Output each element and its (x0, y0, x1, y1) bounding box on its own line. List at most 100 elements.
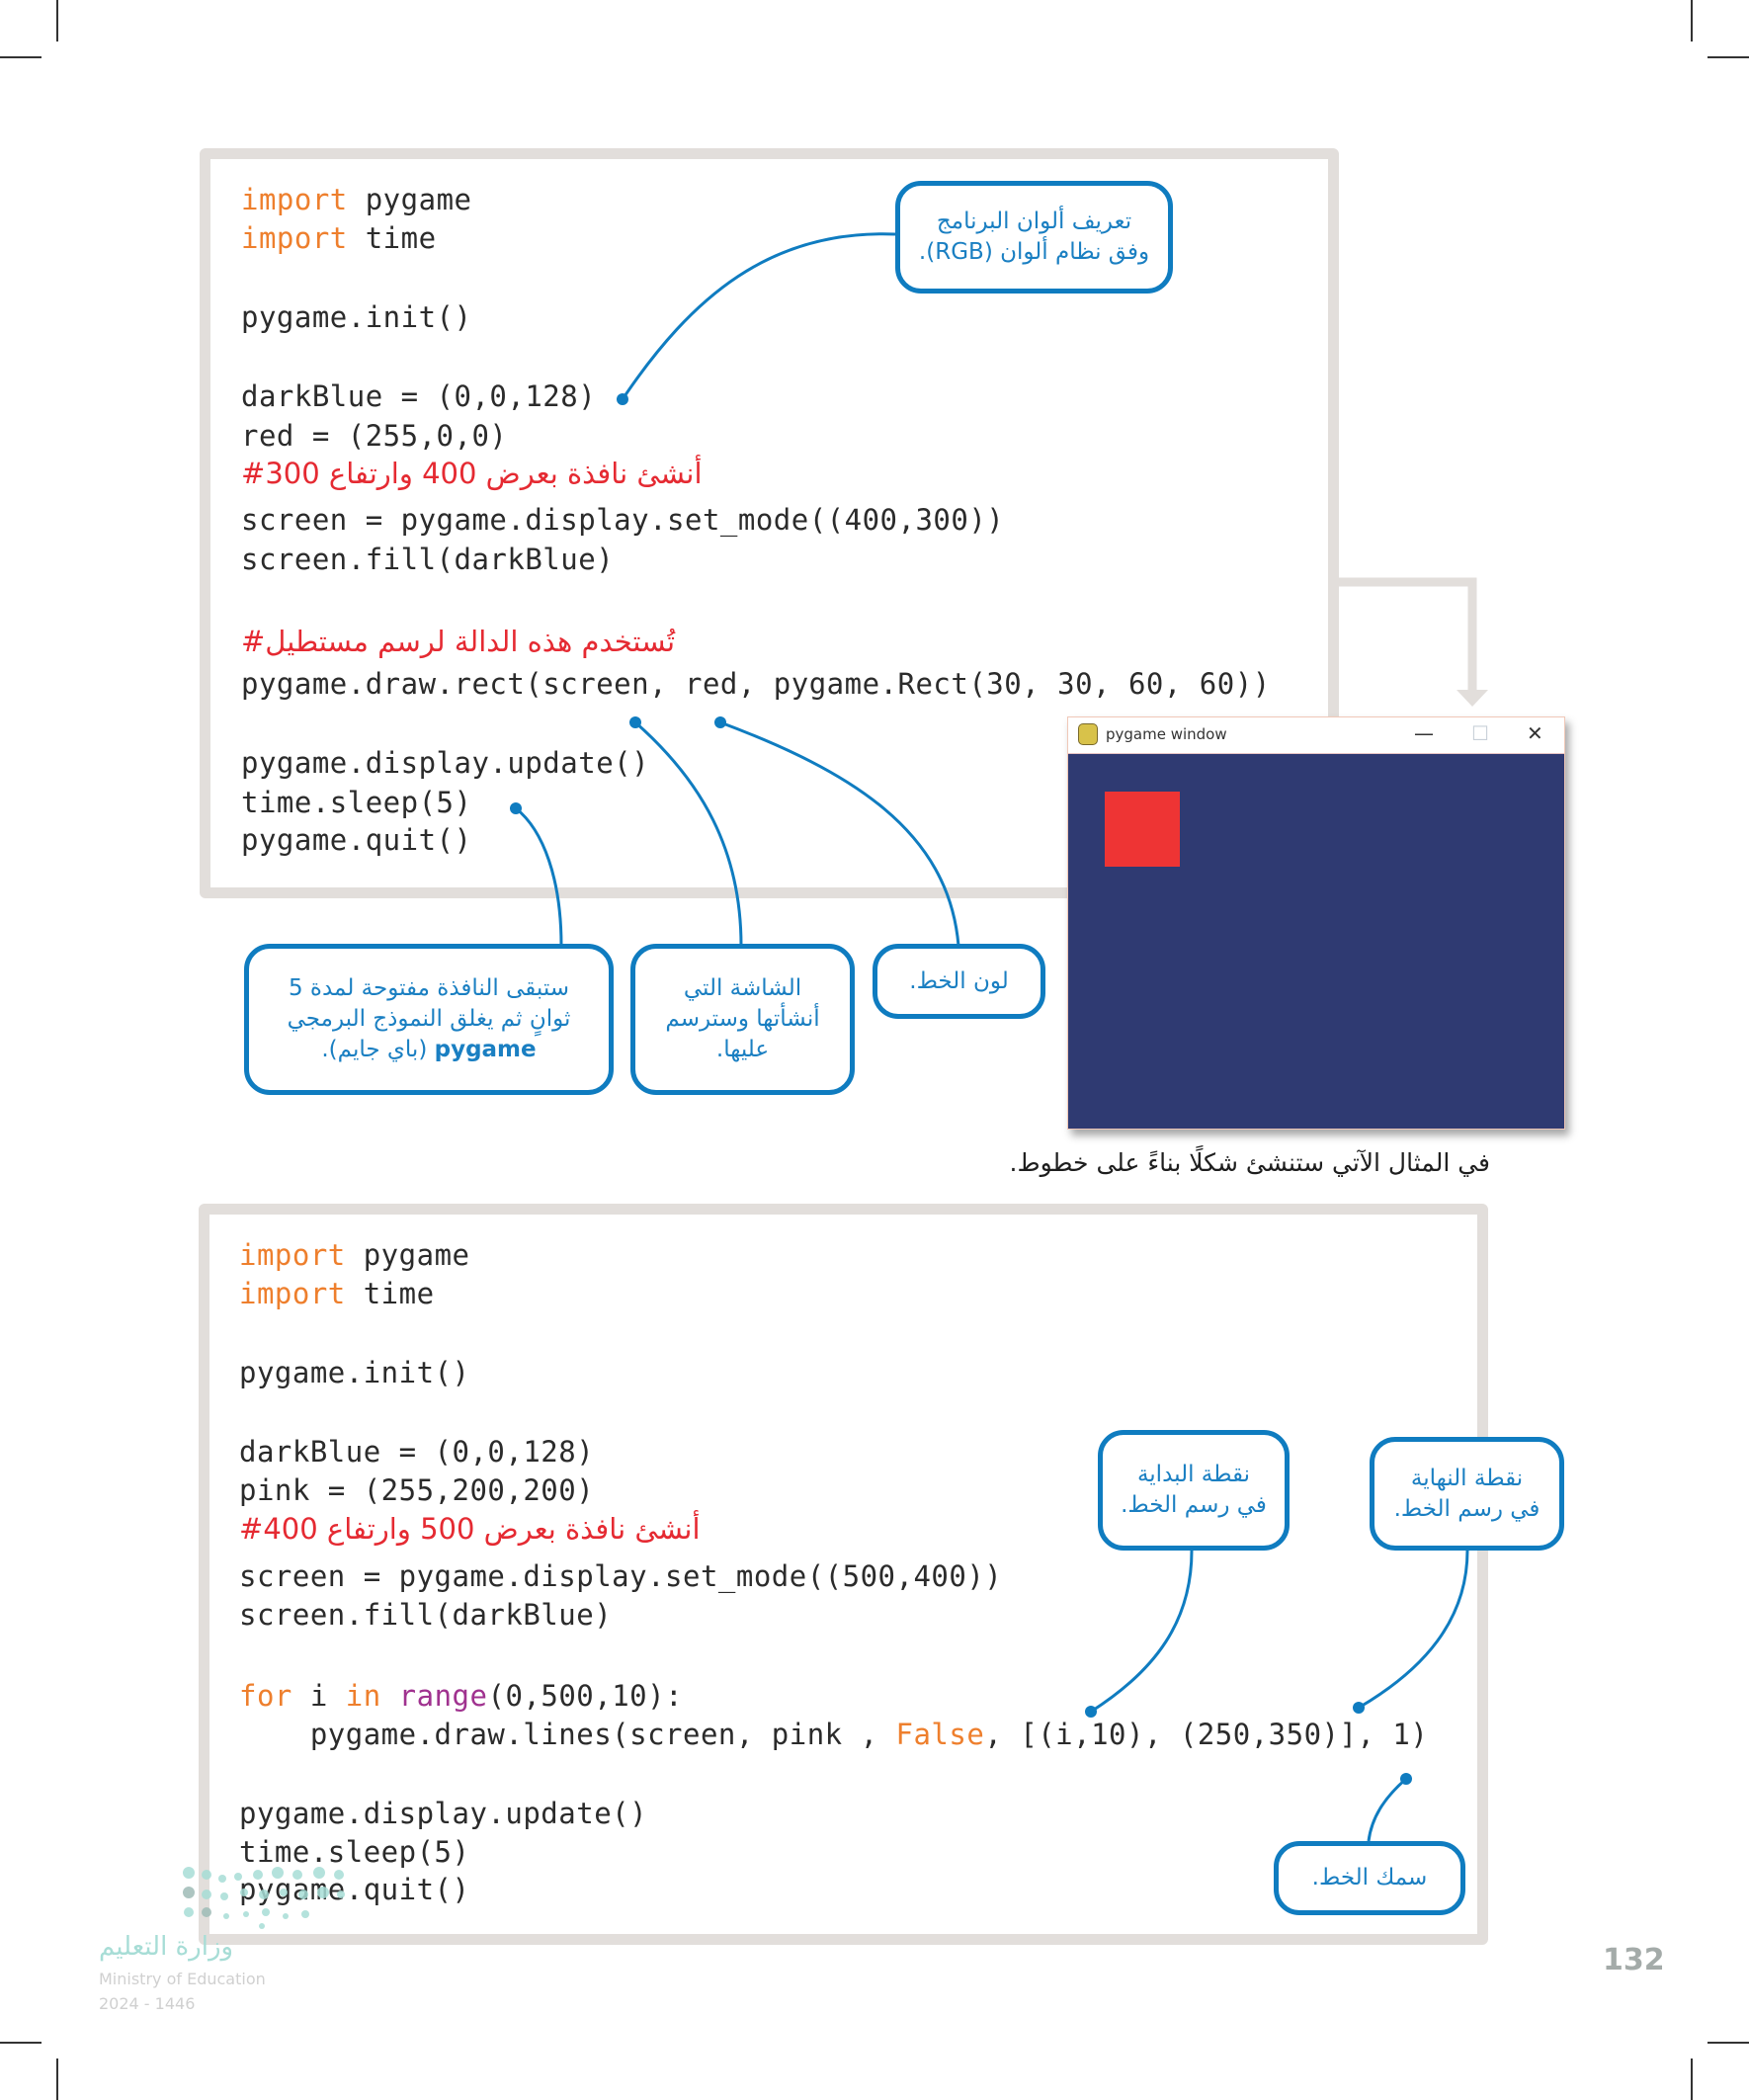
minimize-icon[interactable]: — (1414, 721, 1434, 745)
keyword-for: for (239, 1679, 292, 1713)
connector-dot-start (1085, 1706, 1097, 1718)
code-line: pygame.init() (239, 1356, 470, 1389)
builtin-range: range (398, 1679, 488, 1713)
code-line: pygame.display.update() (241, 746, 650, 780)
connector-dot-rgb (617, 393, 628, 405)
callout-text: نقطة البداية (1136, 1462, 1251, 1487)
callout-line-thickness: سمك الخط. (1274, 1841, 1465, 1915)
callout-text: عليها. (715, 1037, 770, 1062)
connector-dot-screen (629, 716, 641, 728)
connector-dot-sleep (510, 802, 522, 814)
code-line: pygame.display.update() (239, 1797, 648, 1830)
code-line: import time (241, 223, 437, 253)
ministry-logo-arabic: وزارة التعليم (99, 1932, 234, 1962)
keyword-import: import (241, 183, 348, 216)
output-arrow-line (1339, 577, 1477, 692)
code-line: pygame.draw.rect(screen, red, pygame.Rec… (241, 667, 1271, 701)
crop-mark (0, 2042, 42, 2044)
code-comment: أنشئ نافذة بعرض 500 وارتفاع 400# (239, 1512, 701, 1546)
code-text: (0,500,10): (487, 1679, 684, 1713)
callout-text: (باي جايم). (321, 1037, 435, 1062)
output-arrow-head (1457, 690, 1488, 707)
connector-color (719, 720, 960, 947)
ministry-logo-dots (183, 1867, 345, 1929)
crop-mark (56, 0, 58, 42)
callout-text: ثوانٍ ثم يغلق النموذج البرمجي (287, 1006, 571, 1032)
code-line: pygame.init() (241, 300, 472, 334)
close-icon[interactable]: ✕ (1527, 721, 1543, 745)
maximize-icon[interactable]: ☐ (1471, 721, 1489, 745)
connector-rgb (621, 232, 896, 400)
page-number: 132 (1603, 1943, 1665, 1977)
window-title: pygame window (1106, 725, 1227, 743)
code-text: time (347, 221, 437, 255)
code-line: import pygame (239, 1240, 469, 1270)
callout-text: الشاشة التي (683, 975, 802, 1001)
connector-thickness (1367, 1777, 1407, 1842)
callout-text: في رسم الخط. (1121, 1492, 1267, 1518)
code-line: darkBlue = (0,0,128) (239, 1435, 595, 1469)
crop-mark (56, 2058, 58, 2100)
callout-screen: الشاشة التي أنشأتها وسترسم عليها. (630, 944, 855, 1095)
code-line: time.sleep(5) (239, 1835, 470, 1869)
callout-text: وفق نظام ألوان (RGB). (918, 239, 1150, 265)
code-text: pygame.draw.lines(screen, pink , (239, 1718, 896, 1751)
callout-connectors-example-1 (510, 232, 960, 947)
pygame-logo-icon (1078, 723, 1098, 745)
code-line: time.sleep(5) (241, 786, 472, 819)
code-text: , [(i,10), (250,350)], 1) (984, 1718, 1429, 1751)
crop-mark (1691, 2058, 1693, 2100)
code-line: pygame.draw.lines(screen, pink , False, … (239, 1720, 1428, 1749)
code-line: darkBlue = (0,0,128) (241, 379, 597, 413)
callout-text: تعريف ألوان البرنامج (936, 209, 1132, 234)
connector-start-point (1090, 1550, 1194, 1714)
code-line: screen = pygame.display.set_mode((500,40… (239, 1559, 1003, 1593)
keyword-false: False (895, 1718, 985, 1751)
keyword-import: import (239, 1238, 346, 1272)
code-text: pygame (347, 183, 472, 216)
output-arrow (1339, 577, 1488, 707)
pygame-window: pygame window — ☐ ✕ (1067, 716, 1565, 1130)
callout-bold-text: pygame (434, 1037, 537, 1062)
code-text: pygame (345, 1238, 470, 1272)
code-line: pink = (255,200,200) (239, 1473, 595, 1507)
callout-sleep: ستبقى النافذة مفتوحة لمدة 5 ثوانٍ ثم يغل… (244, 944, 614, 1095)
callout-start-point: نقطة البداية في رسم الخط. (1098, 1430, 1290, 1551)
code-line: screen = pygame.display.set_mode((400,30… (241, 503, 1005, 537)
crop-mark (0, 56, 42, 58)
connector-dot-thickness (1400, 1773, 1412, 1785)
callout-text: لون الخط. (909, 967, 1009, 994)
intro-text: في المثال الآتي ستنشئ شكلًا بناءً على خط… (1009, 1148, 1490, 1177)
callout-line-color: لون الخط. (873, 944, 1045, 1019)
code-line: pygame.quit() (241, 823, 472, 857)
callout-text: أنشأتها وسترسم (665, 1006, 820, 1032)
crop-mark (1707, 2042, 1749, 2044)
callout-text: سمك الخط. (1311, 1865, 1428, 1890)
connector-end-point (1358, 1550, 1469, 1710)
code-comment: تُستخدم هذه الدالة لرسم مستطيل# (241, 625, 676, 658)
callout-text: نقطة النهاية (1410, 1465, 1524, 1491)
crop-mark (1707, 56, 1749, 58)
ministry-logo-english: Ministry of Education (99, 1970, 266, 1988)
connector-sleep (515, 806, 563, 947)
callout-text: في رسم الخط. (1393, 1495, 1541, 1522)
connector-screen (634, 720, 743, 947)
keyword-import: import (239, 1277, 346, 1310)
code-line: pygame.quit() (239, 1873, 470, 1906)
red-rectangle (1105, 792, 1180, 867)
code-line: screen.fill(darkBlue) (239, 1598, 613, 1632)
connector-dot-color (714, 716, 726, 728)
code-text: time (345, 1277, 435, 1310)
window-titlebar: pygame window — ☐ ✕ (1068, 717, 1564, 754)
connector-dot-end (1353, 1702, 1365, 1714)
code-line: import pygame (241, 185, 471, 214)
code-box-example-2 (199, 1204, 1488, 1945)
callout-rgb-colors: تعريف ألوان البرنامج وفق نظام ألوان (RGB… (895, 181, 1173, 294)
code-text: i (292, 1679, 346, 1713)
keyword-import: import (241, 221, 348, 255)
code-line: import time (239, 1279, 435, 1308)
callout-text: ستبقى النافذة مفتوحة لمدة 5 (288, 975, 570, 1001)
crop-mark (1691, 0, 1693, 42)
code-comment: أنشئ نافذة بعرض 400 وارتفاع 300# (241, 457, 703, 490)
callout-connectors-example-2 (1085, 1550, 1469, 1842)
